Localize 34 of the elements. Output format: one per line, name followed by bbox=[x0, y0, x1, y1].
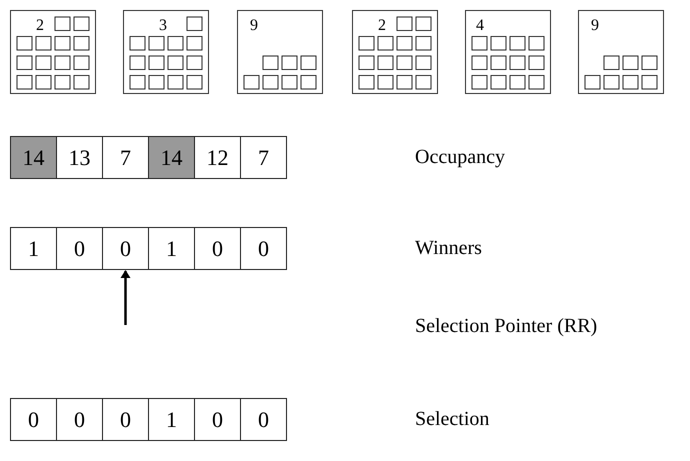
array-cell: 12 bbox=[194, 136, 241, 179]
row-label: Occupancy bbox=[415, 146, 505, 169]
array-cell: 1 bbox=[148, 227, 195, 270]
count-number: 3 bbox=[159, 18, 167, 34]
count-number: 9 bbox=[591, 18, 599, 34]
array-cell: 1 bbox=[10, 227, 57, 270]
panel-box bbox=[465, 10, 551, 94]
count-number: 4 bbox=[476, 18, 484, 34]
array-cell: 0 bbox=[240, 227, 287, 270]
row-label: Selection Pointer (RR) bbox=[415, 315, 598, 338]
panel-box bbox=[352, 10, 438, 94]
array-cell: 1 bbox=[148, 398, 195, 441]
panel-box bbox=[10, 10, 96, 94]
array-cell: 13 bbox=[56, 136, 103, 179]
panel-box bbox=[123, 10, 209, 94]
row-label: Winners bbox=[415, 237, 482, 260]
panel-box bbox=[237, 10, 323, 94]
array-cell: 0 bbox=[102, 227, 149, 270]
array-cell: 0 bbox=[56, 398, 103, 441]
panel-box bbox=[578, 10, 664, 94]
array-cell: 14 bbox=[148, 136, 195, 179]
array-cell: 0 bbox=[194, 227, 241, 270]
pointer-arrow bbox=[120, 270, 130, 325]
count-number: 2 bbox=[378, 18, 386, 34]
count-number: 2 bbox=[36, 18, 44, 34]
array-cell: 7 bbox=[240, 136, 287, 179]
array-cell: 14 bbox=[10, 136, 57, 179]
array-cell: 0 bbox=[56, 227, 103, 270]
count-number: 9 bbox=[250, 18, 258, 34]
row-label: Selection bbox=[415, 408, 490, 431]
array-cell: 0 bbox=[102, 398, 149, 441]
array-cell: 0 bbox=[10, 398, 57, 441]
array-cell: 0 bbox=[240, 398, 287, 441]
array-cell: 0 bbox=[194, 398, 241, 441]
